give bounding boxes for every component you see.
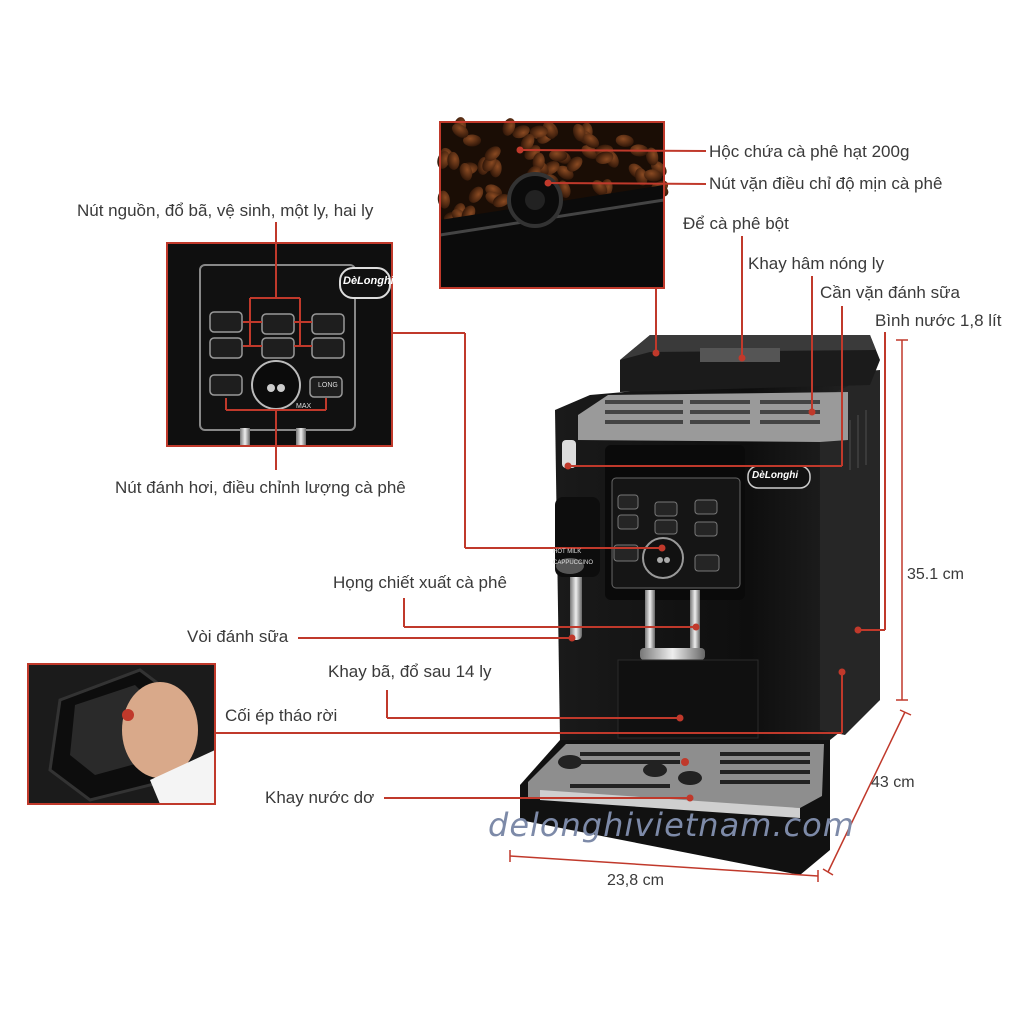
coffee-bean <box>646 147 659 166</box>
dimension-lines <box>509 339 912 882</box>
label-cup-warmer: Khay hâm nóng ly <box>748 254 885 273</box>
label-grounds-tray: Khay bã, đổ sau 14 ly <box>328 662 492 681</box>
label-spout: Họng chiết xuất cà phê <box>333 573 507 592</box>
coffee-bean <box>484 146 501 161</box>
leader-dots <box>516 146 862 802</box>
coffee-bean <box>635 167 648 186</box>
coffee-bean <box>459 162 473 181</box>
label-steam-knob: Cần vặn đánh sữa <box>820 283 960 302</box>
control-panel-inset <box>166 222 393 470</box>
cappuccino-text: CAPPUCCINO <box>553 560 594 566</box>
hot-milk-text: HOT MILK <box>553 549 582 555</box>
coffee-bean <box>595 151 614 164</box>
machine-logo: DèLonghi <box>752 470 799 481</box>
label-water-tank: Bình nước 1,8 lít <box>875 311 1002 330</box>
coffee-bean <box>520 133 535 151</box>
coffee-bean <box>512 125 530 139</box>
label-ground-coffee: Để cà phê bột <box>683 214 789 233</box>
label-bean-hopper: Hộc chứa cà phê hạt 200g <box>709 142 910 161</box>
label-drip-tray: Khay nước dơ <box>265 788 375 807</box>
coffee-machine <box>520 335 880 875</box>
panel-logo: DèLonghi <box>343 275 394 287</box>
coffee-bean <box>492 194 511 208</box>
label-grind-knob: Nút vặn điều chỉ độ mịn cà phê <box>709 174 943 193</box>
coffee-bean <box>566 156 583 172</box>
label-milk-wand: Vòi đánh sữa <box>187 627 289 646</box>
label-buttons: Nút nguồn, đổ bã, vệ sinh, một ly, hai l… <box>77 201 374 220</box>
label-brew-unit: Cối ép tháo rời <box>225 706 338 725</box>
dimension-height: 35.1 cm <box>907 566 964 583</box>
leader-lines <box>215 149 886 799</box>
long-label: LONG <box>318 382 338 389</box>
coffee-bean <box>615 134 634 147</box>
brew-unit-inset <box>27 663 216 805</box>
label-steam-dial: Nút đánh hơi, điều chỉnh lượng cà phê <box>115 478 406 497</box>
watermark: delonghivietnam.com <box>488 806 855 844</box>
dimension-width: 23,8 cm <box>607 872 664 889</box>
coffee-bean <box>468 186 484 203</box>
coffee-bean <box>463 134 482 147</box>
coffee-bean <box>572 123 586 142</box>
coffee-bean <box>447 151 460 170</box>
coffee-bean <box>529 125 548 138</box>
coffee-bean <box>582 133 600 149</box>
max-label: MAX <box>296 403 312 410</box>
coffee-bean <box>644 169 663 182</box>
dimension-depth: 43 cm <box>871 774 915 791</box>
coffee-bean <box>549 149 568 162</box>
coffee-bean <box>581 145 599 160</box>
bean-hopper-inset <box>437 117 669 289</box>
coffee-bean <box>452 123 469 138</box>
